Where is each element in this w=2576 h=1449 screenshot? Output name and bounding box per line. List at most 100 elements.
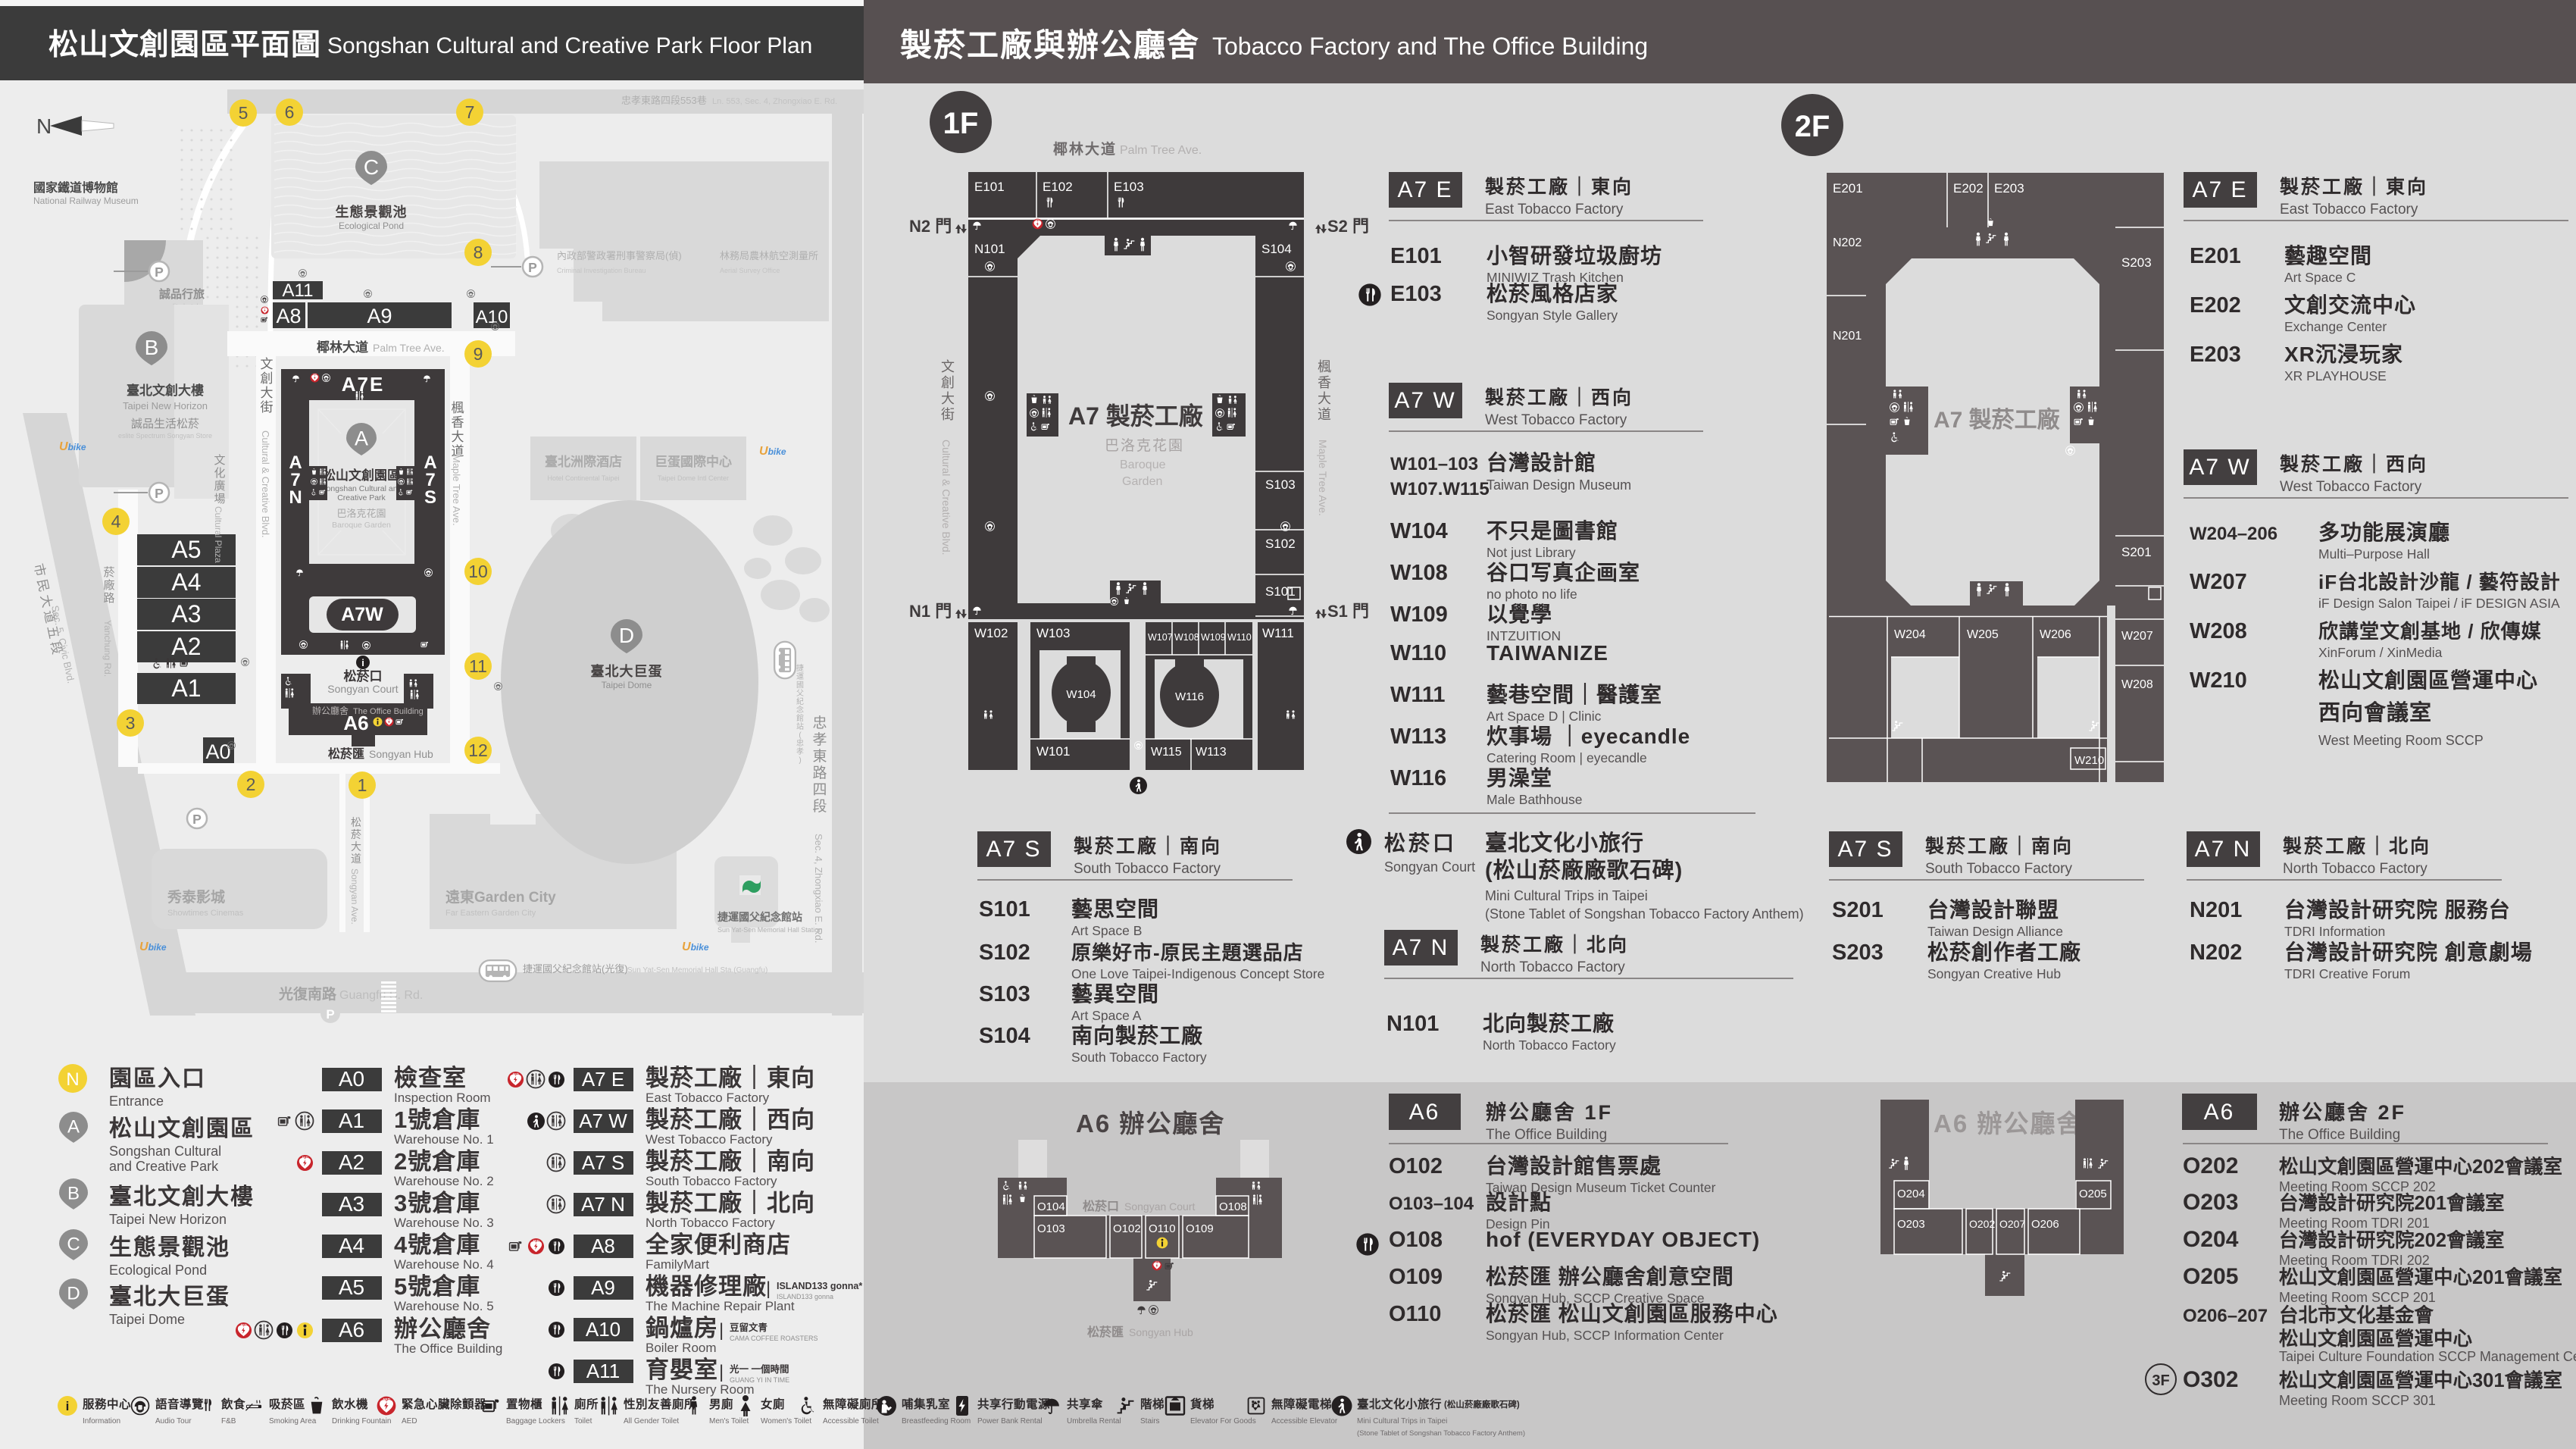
- svg-text:8: 8: [474, 243, 483, 262]
- svg-text:Yanchung Rd.: Yanchung Rd.: [102, 620, 113, 677]
- svg-text:S103: S103: [979, 982, 1030, 1006]
- svg-text:W210: W210: [2190, 668, 2247, 693]
- svg-text:11: 11: [469, 656, 487, 676]
- svg-text:A: A: [67, 1117, 80, 1138]
- svg-text:製菸工廠｜東向: 製菸工廠｜東向: [1484, 176, 1633, 198]
- svg-text:臺北文創大樓: 臺北文創大樓: [127, 383, 204, 398]
- svg-text:The Office Building: The Office Building: [394, 1341, 502, 1356]
- svg-text:設計點: 設計點: [1486, 1190, 1552, 1214]
- svg-text:製菸工廠｜東向: 製菸工廠｜東向: [2279, 176, 2428, 198]
- svg-text:Songyan Hub: Songyan Hub: [369, 748, 433, 760]
- svg-text:5: 5: [239, 103, 249, 123]
- svg-text:O207: O207: [1999, 1218, 2025, 1230]
- svg-text:全家便利商店: 全家便利商店: [645, 1231, 791, 1258]
- svg-text:Far Eastern Garden City: Far Eastern Garden City: [445, 909, 536, 918]
- svg-text:Taipei Dome Intl Center: Taipei Dome Intl Center: [658, 474, 729, 482]
- svg-text:巴洛克花園: 巴洛克花園: [1105, 437, 1184, 454]
- svg-text:文: 文: [214, 454, 225, 467]
- svg-text:7: 7: [425, 470, 435, 490]
- svg-text:Meeting Room TDRI 202: Meeting Room TDRI 202: [2279, 1253, 2430, 1268]
- svg-text:S203: S203: [1832, 940, 1884, 965]
- svg-text:The Machine Repair Plant: The Machine Repair Plant: [646, 1299, 795, 1313]
- svg-text:O205: O205: [2183, 1264, 2238, 1289]
- svg-text:共享傘: 共享傘: [1067, 1397, 1103, 1411]
- svg-text:Tobacco Factory and The Office: Tobacco Factory and The Office Building: [1212, 33, 1648, 60]
- svg-text:P: P: [155, 264, 164, 280]
- svg-text:台灣設計研究院202會議室: 台灣設計研究院202會議室: [2279, 1229, 2505, 1251]
- svg-text:INTZUITION: INTZUITION: [1487, 628, 1561, 643]
- svg-text:A10: A10: [586, 1318, 621, 1341]
- svg-text:Hotel Continental Taipei: Hotel Continental Taipei: [548, 474, 620, 482]
- svg-text:W110: W110: [1227, 632, 1252, 643]
- svg-text:A6 辦公廳舍: A6 辦公廳舍: [1076, 1109, 1225, 1138]
- svg-text:eslite Spectrum Songyan Store: eslite Spectrum Songyan Store: [118, 432, 212, 440]
- svg-text:父: 父: [796, 689, 804, 698]
- svg-text:Ubike: Ubike: [682, 940, 709, 953]
- svg-text:松山文創園區營運中心202會議室: 松山文創園區營運中心202會議室: [2279, 1156, 2562, 1178]
- svg-text:Design Pin: Design Pin: [1486, 1216, 1550, 1231]
- svg-text:台灣設計聯盟: 台灣設計聯盟: [1927, 897, 2059, 922]
- svg-text:台灣設計館: 台灣設計館: [1487, 450, 1596, 474]
- svg-text:A: A: [424, 452, 436, 473]
- svg-text:7: 7: [290, 470, 300, 490]
- svg-text:West Meeting Room SCCP: West Meeting Room SCCP: [2318, 733, 2484, 748]
- svg-text:臺北文創大樓: 臺北文創大樓: [109, 1184, 255, 1210]
- svg-text:E202: E202: [2190, 293, 2241, 318]
- svg-text:藝巷空間｜醫護室: 藝巷空間｜醫護室: [1487, 682, 1662, 706]
- svg-text:製菸工廠｜北向: 製菸工廠｜北向: [1480, 934, 1629, 956]
- svg-text:Toilet: Toilet: [574, 1417, 592, 1426]
- svg-text:MINIWIZ Trash Kitchen: MINIWIZ Trash Kitchen: [1487, 270, 1624, 285]
- svg-text:Sec. 4, Zhongxiao E. Rd.: Sec. 4, Zhongxiao E. Rd.: [813, 834, 824, 944]
- svg-text:W108: W108: [1174, 632, 1199, 643]
- svg-text:O203: O203: [2183, 1190, 2238, 1215]
- svg-text:W104: W104: [1066, 688, 1096, 701]
- svg-text:忠: 忠: [796, 739, 804, 748]
- svg-text:S101: S101: [1265, 584, 1296, 599]
- svg-text:Taipei New Horizon: Taipei New Horizon: [123, 400, 208, 412]
- svg-text:O102: O102: [1113, 1222, 1141, 1235]
- svg-text:The Nursery Room: The Nursery Room: [646, 1382, 755, 1397]
- svg-text:A7 W: A7 W: [2189, 455, 2250, 480]
- svg-text:F&B: F&B: [221, 1417, 236, 1426]
- svg-text:生態景觀池: 生態景觀池: [336, 204, 408, 220]
- svg-text:The Office Building: The Office Building: [1486, 1127, 1607, 1143]
- svg-text:D: D: [619, 624, 634, 647]
- svg-text:飲食: 飲食: [220, 1397, 245, 1411]
- svg-text:捷: 捷: [796, 663, 804, 673]
- svg-text:Cultural & Creative Blvd.: Cultural & Creative Blvd.: [940, 440, 952, 556]
- svg-text:Catering Room | eyecandle: Catering Room | eyecandle: [1487, 750, 1647, 765]
- svg-text:North Tobacco Factory: North Tobacco Factory: [1483, 1037, 1616, 1053]
- svg-text:1: 1: [358, 775, 367, 795]
- svg-text:Accessible Elevator: Accessible Elevator: [1271, 1417, 1338, 1426]
- svg-text:hof (EVERYDAY OBJECT): hof (EVERYDAY OBJECT): [1486, 1228, 1760, 1251]
- svg-text:no photo no life: no photo no life: [1487, 587, 1577, 602]
- svg-text:Songyan Court: Songyan Court: [1124, 1200, 1196, 1213]
- svg-text:S104: S104: [979, 1024, 1030, 1048]
- svg-text:O110: O110: [1389, 1302, 1441, 1326]
- svg-text:XR沉浸玩家: XR沉浸玩家: [2284, 342, 2403, 366]
- svg-text:Information: Information: [83, 1417, 120, 1426]
- svg-text:A7 製菸工廠: A7 製菸工廠: [1068, 402, 1203, 430]
- svg-text:台北市文化基金會: 台北市文化基金會: [2279, 1304, 2434, 1326]
- svg-text:A1: A1: [339, 1109, 364, 1132]
- svg-text:Taipei Culture Foundation SCCP: Taipei Culture Foundation SCCP Managemen…: [2279, 1349, 2576, 1364]
- svg-text:Umbrella Rental: Umbrella Rental: [1067, 1417, 1121, 1426]
- svg-text:A1: A1: [171, 674, 201, 702]
- svg-text:Taipei Dome: Taipei Dome: [109, 1312, 185, 1327]
- svg-text:道: 道: [1318, 407, 1331, 422]
- svg-text:Warehouse No. 2: Warehouse No. 2: [394, 1174, 494, 1188]
- svg-text:Warehouse No. 5: Warehouse No. 5: [394, 1299, 494, 1313]
- svg-text:孝: 孝: [796, 747, 804, 756]
- svg-text:Songshan Cultural and: Songshan Cultural and: [321, 484, 402, 493]
- svg-text:E201: E201: [2190, 244, 2241, 268]
- svg-text:W109: W109: [1390, 602, 1448, 627]
- svg-text:O206: O206: [2031, 1218, 2059, 1231]
- svg-text:A5: A5: [171, 536, 201, 563]
- svg-text:|: |: [766, 1278, 771, 1299]
- svg-text:Boiler Room: Boiler Room: [646, 1341, 717, 1355]
- svg-text:North Tobacco Factory: North Tobacco Factory: [1480, 959, 1625, 975]
- svg-text:Men's Toilet: Men's Toilet: [709, 1417, 749, 1426]
- svg-text:A6: A6: [343, 712, 368, 734]
- svg-text:藝思空間: 藝思空間: [1071, 897, 1159, 921]
- svg-text:A7 E: A7 E: [1397, 177, 1452, 202]
